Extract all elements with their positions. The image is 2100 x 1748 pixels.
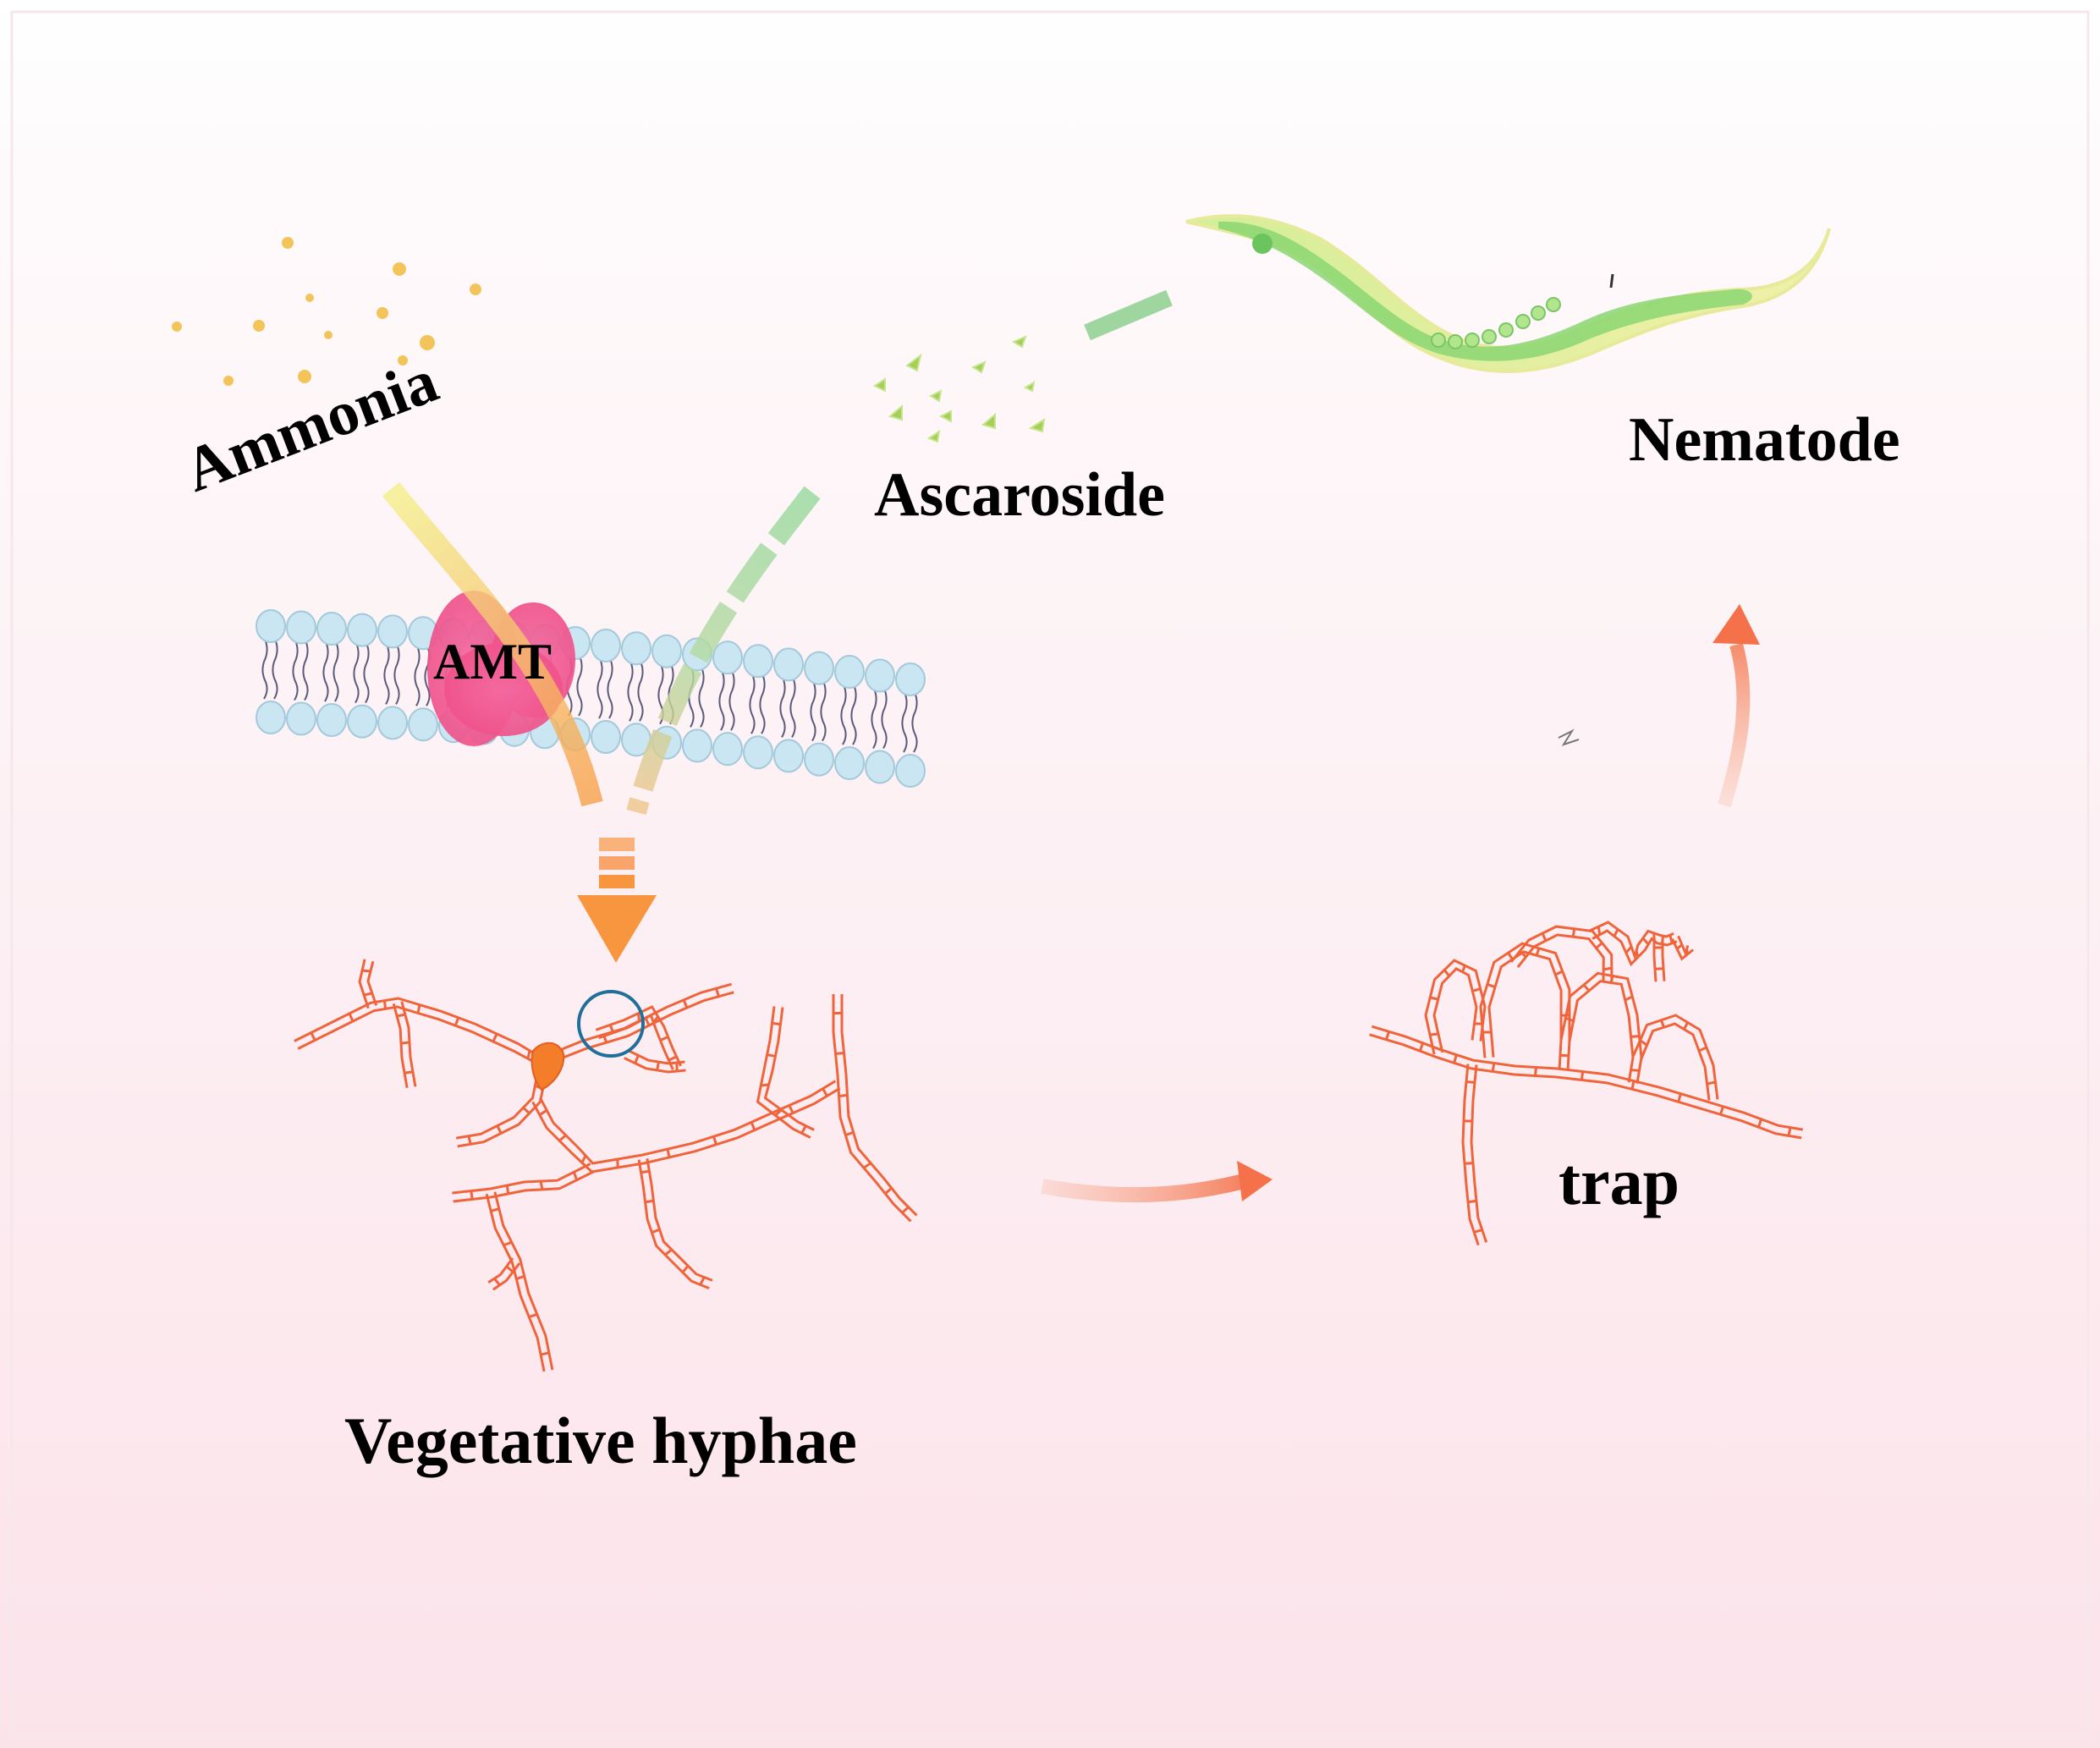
ascaroside-release-line — [1084, 289, 1173, 341]
ascaroside-particles — [873, 335, 1046, 443]
frame-border — [10, 10, 2090, 1738]
vegetative-hyphae-label: Vegetative hyphae — [344, 1404, 857, 1477]
nematode-label: Nematode — [1629, 405, 1900, 475]
ascaroside-label: Ascaroside — [874, 460, 1165, 530]
hyphae-to-trap-arrow — [1041, 1161, 1273, 1203]
small-mark — [1558, 728, 1580, 746]
ascaroside-signal-arrow — [626, 486, 821, 816]
trap-drawing — [1369, 921, 1804, 1246]
trap-to-nematode-arrow — [1712, 604, 1760, 808]
ammonia-uptake-arrow — [382, 481, 603, 807]
converging-arrow — [577, 838, 657, 963]
amt-label: AMT — [433, 634, 552, 690]
nematode — [1185, 214, 1831, 373]
vegetative-hyphae-drawing — [294, 959, 918, 1372]
ammonia-particles — [172, 237, 481, 386]
highlight-circle — [577, 990, 645, 1058]
trap-label: trap — [1559, 1145, 1679, 1218]
hyphae-spot — [530, 1042, 565, 1091]
